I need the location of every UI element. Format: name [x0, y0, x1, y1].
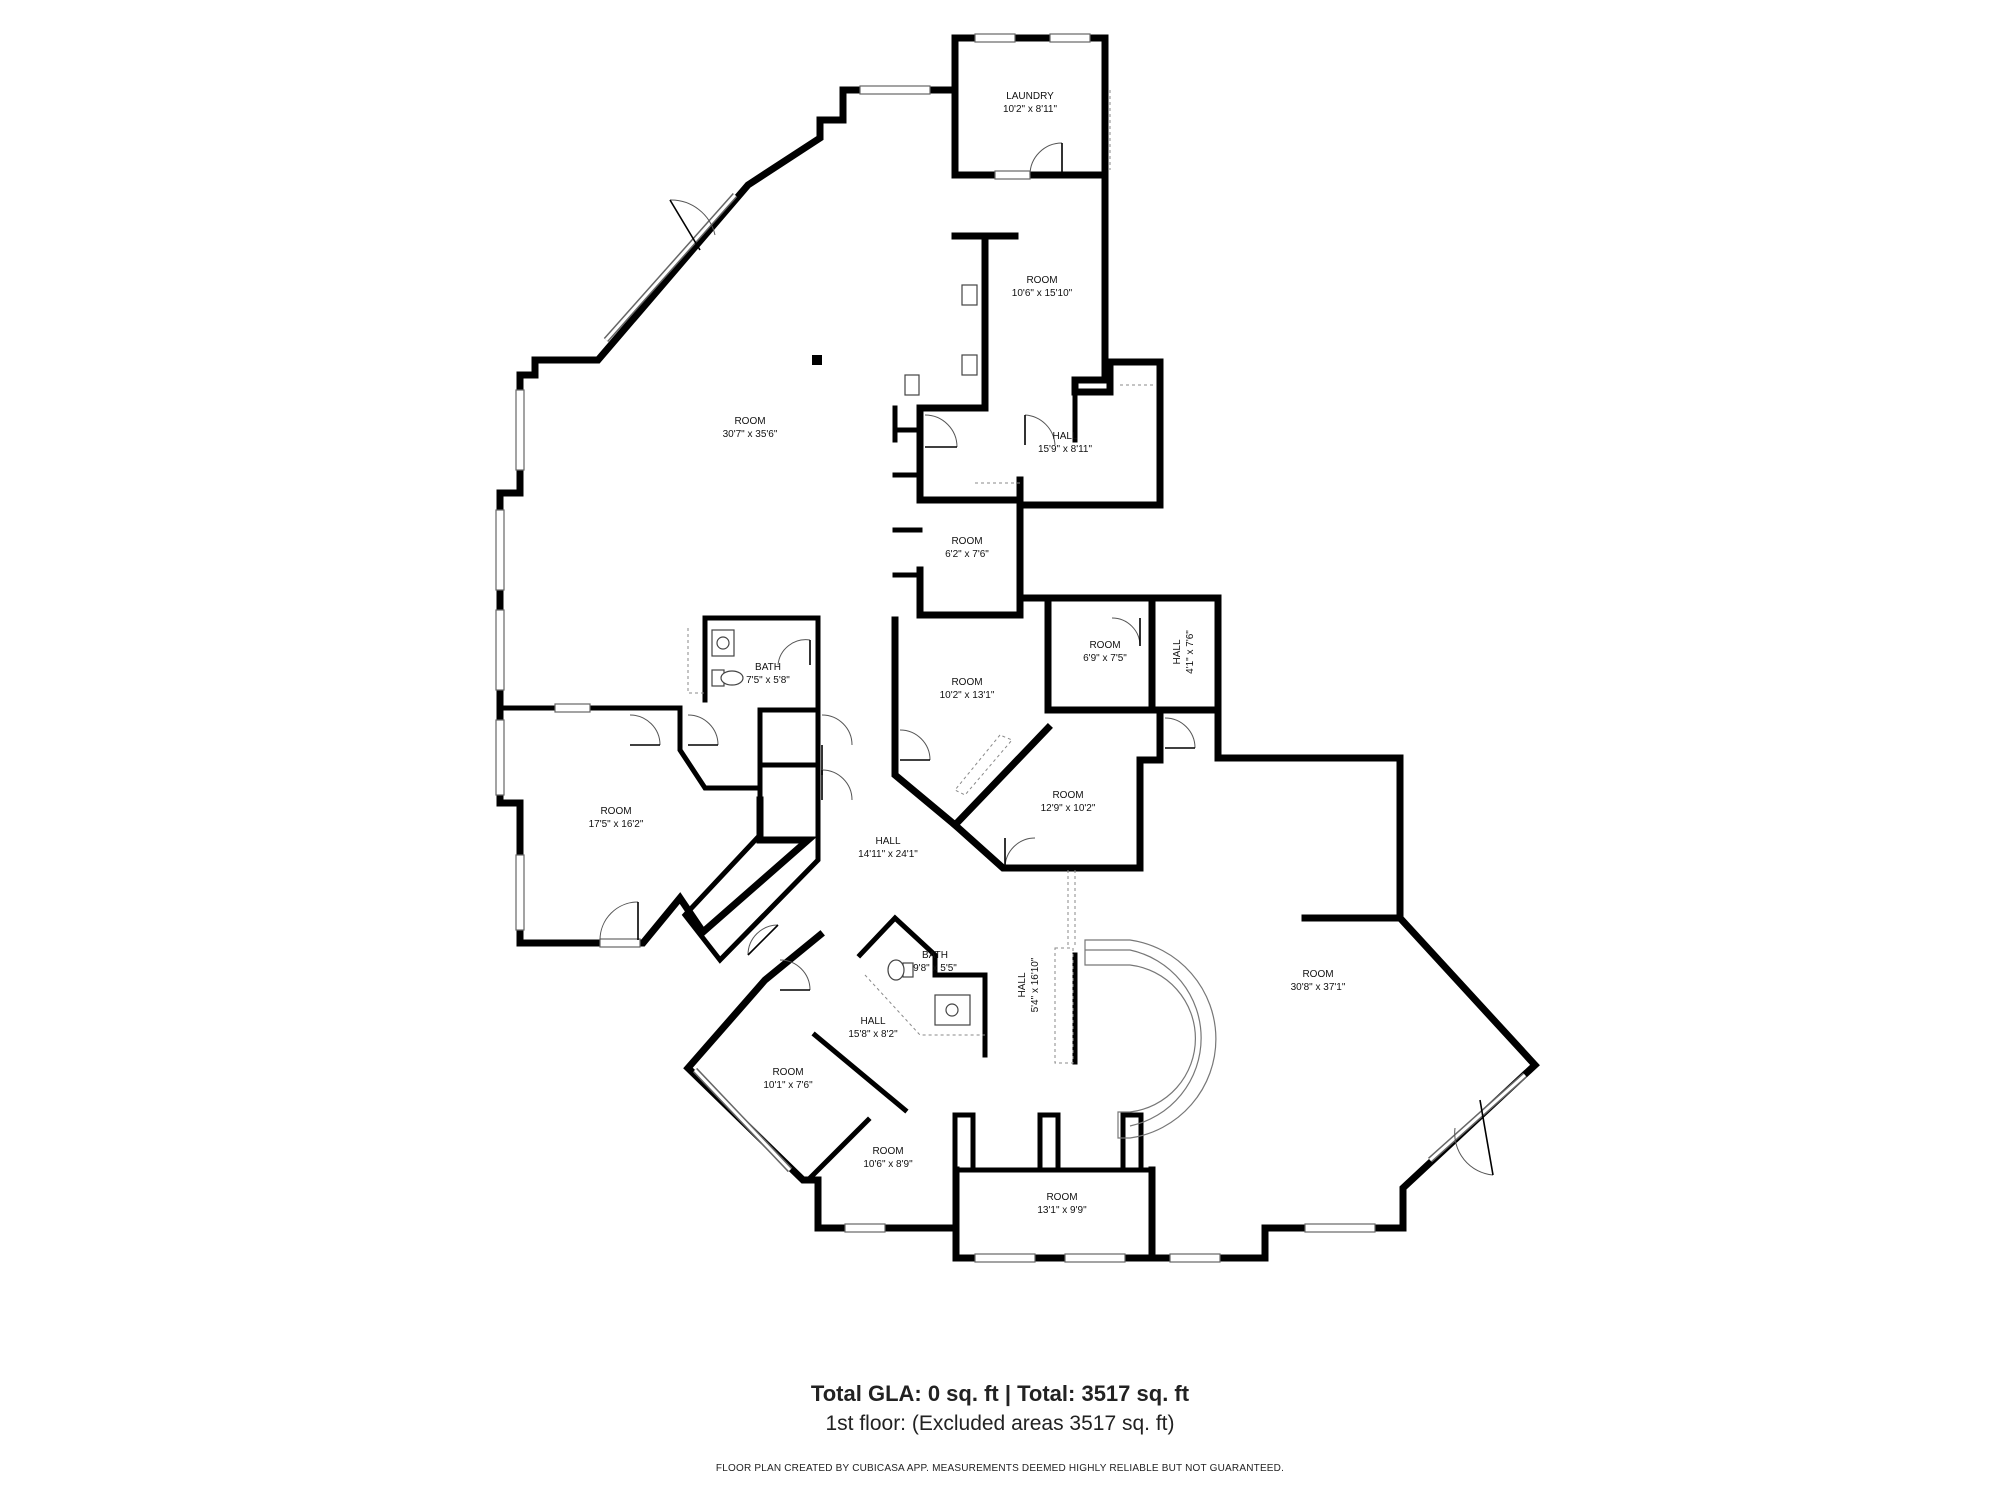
disclaimer-text: FLOOR PLAN CREATED BY CUBICASA APP. MEAS…	[715, 1463, 1285, 1474]
toilet-icon	[720, 670, 744, 686]
total-area-summary: Total GLA: 0 sq. ft | Total: 3517 sq. ft	[810, 1381, 1190, 1406]
curved-stair	[1084, 939, 1217, 1139]
doors	[599, 142, 1494, 1176]
fixtures	[711, 284, 978, 1026]
dashed-outlines	[687, 90, 1155, 1064]
floor-area-summary: 1st floor: (Excluded areas 3517 sq. ft)	[825, 1412, 1175, 1435]
exterior-walls	[496, 34, 1540, 1262]
windows	[495, 33, 1528, 1263]
interior-walls	[497, 355, 1403, 1184]
